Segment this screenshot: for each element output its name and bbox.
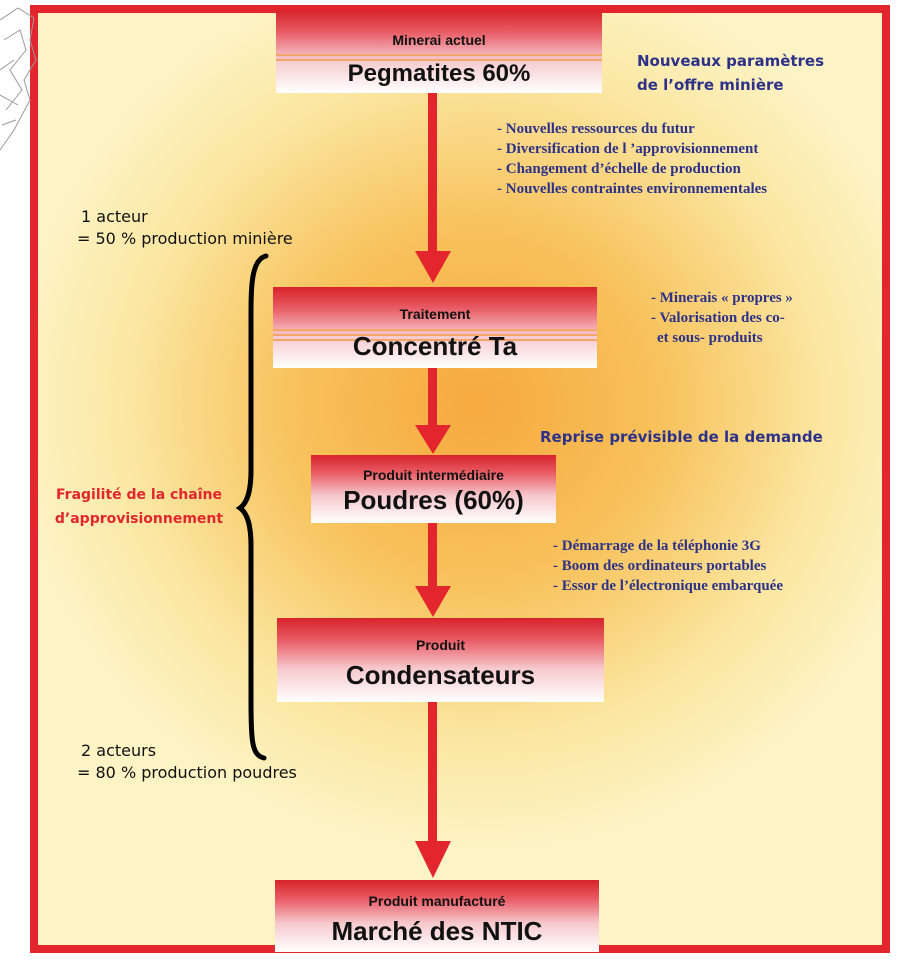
sketch-decoration [0, 7, 37, 151]
list-item: - Démarrage de la téléphonie 3G [553, 538, 761, 554]
offer-list: - Nouvelles ressources du futur - Divers… [497, 119, 767, 199]
arrow-head-3 [415, 586, 451, 617]
box-produit-intermediaire: Produit intermédiaire Poudres (60%) [311, 455, 556, 523]
box-stage-title: Marché des NTIC [331, 916, 543, 946]
fragility-label: Fragilité de la chaîne d’approvisionneme… [44, 483, 234, 531]
box-stage-label: Produit intermédiaire [363, 467, 504, 483]
actors-line: = 80 % production poudres [77, 763, 297, 782]
list-item: et sous- produits [657, 330, 763, 346]
box-stage-label: Produit [416, 637, 465, 653]
fragility-line: d’approvisionnement [54, 511, 224, 527]
box-stage-title: Concentré Ta [352, 331, 518, 361]
box-stage-label: Produit manufacturé [368, 893, 506, 909]
actors-line: = 50 % production minière [77, 229, 293, 248]
list-item: - Essor de l’électronique embarquée [553, 578, 783, 594]
list-item: - Boom des ordinateurs portables [553, 558, 767, 574]
box-stage-title: Pegmatites 60% [347, 60, 531, 87]
fragility-line: Fragilité de la chaîne [56, 487, 222, 503]
actors-bottom: 2 acteurs = 80 % production poudres [77, 740, 297, 784]
arrow-shaft-1 [428, 93, 437, 251]
actors-top: 1 acteur = 50 % production minière [77, 206, 293, 250]
arrow-head-4 [415, 841, 451, 878]
bracket-brace [235, 253, 269, 761]
list-item: - Diversification de l ’approvisionnemen… [497, 141, 759, 157]
arrow-shaft-3 [428, 523, 437, 587]
demand-heading: Reprise prévisible de la demande [540, 428, 823, 446]
box-traitement: Traitement Concentré Ta [273, 287, 597, 368]
offer-heading-line: de l’offre minière [637, 76, 784, 94]
box-stage-label: Minerai actuel [392, 32, 486, 48]
box-produit: Produit Condensateurs [277, 618, 604, 702]
list-item: - Minerais « propres » [651, 290, 793, 306]
box-stage-title: Poudres (60%) [343, 485, 524, 515]
arrow-head-2 [415, 425, 451, 454]
offer-heading: Nouveaux paramètres de l’offre minière [637, 49, 824, 97]
box-stage-title: Condensateurs [345, 660, 536, 690]
list-item: - Nouvelles ressources du futur [497, 121, 695, 137]
arrow-head-1 [415, 251, 451, 283]
actors-line: 2 acteurs [81, 741, 157, 760]
treatment-notes: - Minerais « propres » - Valorisation de… [651, 288, 793, 348]
box-minerai-actuel: Minerai actuel Pegmatites 60% [276, 10, 602, 93]
list-item: - Changement d’échelle de production [497, 161, 741, 177]
demand-list: - Démarrage de la téléphonie 3G - Boom d… [553, 536, 783, 596]
box-stage-label: Traitement [399, 306, 471, 322]
offer-heading-line: Nouveaux paramètres [637, 52, 825, 70]
actors-line: 1 acteur [81, 207, 148, 226]
list-item: - Nouvelles contraintes environnementale… [497, 181, 768, 197]
arrow-shaft-4 [428, 702, 437, 842]
box-produit-manufacture: Produit manufacturé Marché des NTIC [275, 880, 599, 952]
list-item: - Valorisation des co- [651, 310, 785, 326]
arrow-shaft-2 [428, 368, 437, 426]
